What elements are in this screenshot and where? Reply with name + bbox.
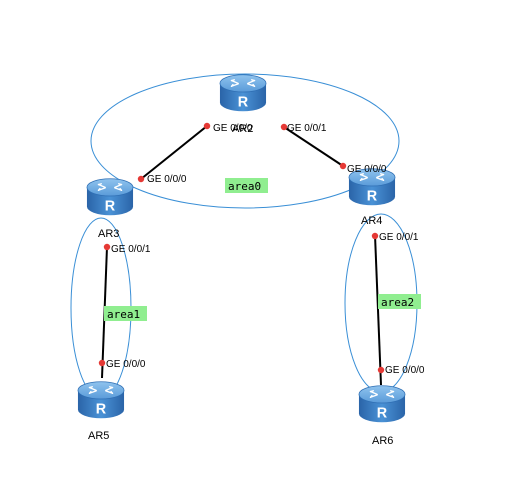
port-label-ar4-ge000: GE 0/0/0 xyxy=(347,164,387,175)
port-label-ar6-ge000: GE 0/0/0 xyxy=(385,365,425,376)
port-dot-ar6-ge000[interactable] xyxy=(377,366,385,374)
port-dot-ar5-ge000[interactable] xyxy=(98,359,106,367)
device-label-ar3: AR3 xyxy=(98,228,119,240)
router-ar5[interactable] xyxy=(77,381,125,419)
area2-label: area2 xyxy=(381,296,414,309)
router-icon xyxy=(219,74,267,112)
device-label-ar5: AR5 xyxy=(88,430,109,442)
area-label-area2: area2 xyxy=(378,294,421,309)
router-icon xyxy=(86,178,134,216)
port-label-ar2-ge000: GE 0/0/0 xyxy=(213,123,253,134)
area0-label: area0 xyxy=(228,180,261,193)
router-icon xyxy=(358,385,406,423)
port-dot-ar4-ge000[interactable] xyxy=(339,162,347,170)
router-icon xyxy=(77,381,125,419)
area1-label-bg xyxy=(104,306,147,321)
router-ar3[interactable] xyxy=(86,178,134,216)
area-label-area0: area0 xyxy=(225,178,268,193)
port-dot-ar3-ge001[interactable] xyxy=(103,243,111,251)
device-label-ar4: AR4 xyxy=(361,215,382,227)
port-label-ar3-ge000: GE 0/0/0 xyxy=(147,174,187,185)
port-dot-ar4-ge001[interactable] xyxy=(371,232,379,240)
port-dot-ar3-ge000[interactable] xyxy=(137,175,145,183)
area2-label-bg xyxy=(378,294,421,309)
area-label-area1: area1 xyxy=(104,306,147,321)
router-ar6[interactable] xyxy=(358,385,406,423)
link-ar4-ar6[interactable] xyxy=(374,234,382,386)
router-ar2[interactable] xyxy=(219,74,267,112)
links xyxy=(101,125,382,386)
port-dots xyxy=(98,122,385,374)
link-ar2-ar3[interactable] xyxy=(140,125,208,180)
device-label-ar6: AR6 xyxy=(372,435,393,447)
port-dot-ar2-ge001[interactable] xyxy=(280,123,288,131)
port-label-ar4-ge001: GE 0/0/1 xyxy=(379,232,419,243)
port-label-ar3-ge001: GE 0/0/1 xyxy=(111,244,151,255)
port-label-ar5-ge000: GE 0/0/0 xyxy=(106,359,146,370)
port-dot-ar2-ge000[interactable] xyxy=(203,122,211,130)
area0-boundary xyxy=(90,73,400,209)
port-label-ar2-ge001: GE 0/0/1 xyxy=(287,123,327,134)
area1-label: area1 xyxy=(107,308,140,321)
link-ar2-ar4[interactable] xyxy=(283,126,344,167)
area0-label-bg xyxy=(225,178,268,193)
device-label-ar2: AR2 xyxy=(232,123,253,135)
